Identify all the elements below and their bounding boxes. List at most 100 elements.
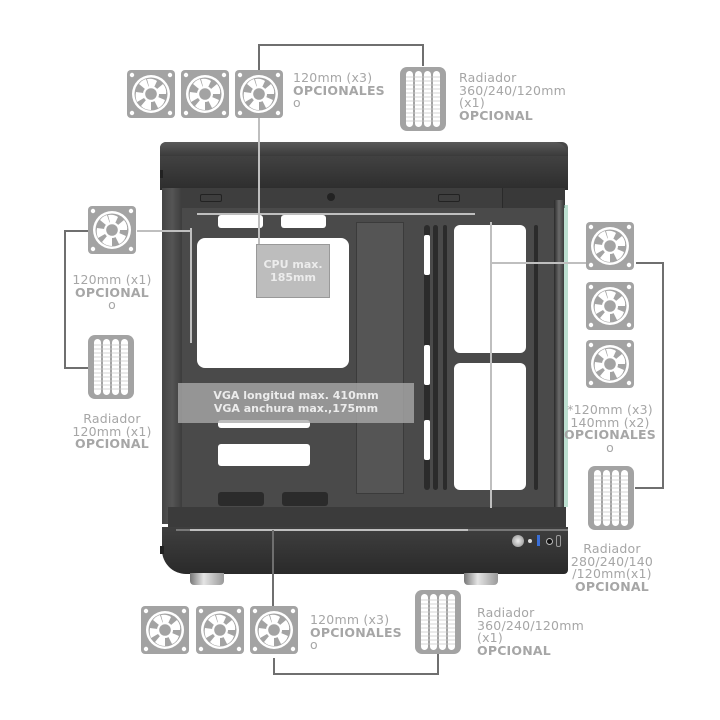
fan-size-text: 120mm (x3) (293, 70, 373, 85)
top-vent-slot (281, 215, 326, 228)
front-slot (534, 225, 538, 490)
fan-icon (196, 606, 244, 654)
case-rear-panel (162, 188, 182, 524)
case-base (162, 527, 568, 574)
bottom-radiator-label: Radiador 360/240/120mm (x1) OPCIONAL (477, 605, 584, 658)
fan-size-text: 120mm (x1) (72, 272, 152, 287)
led-indicator (528, 539, 532, 543)
fan-icon (127, 70, 175, 118)
connector-line (422, 44, 424, 66)
radiator-sizes: 280/240/140 (570, 553, 654, 569)
front-mount-indicator (490, 222, 492, 508)
connector-line (273, 673, 439, 675)
thumbscrew-top (160, 170, 163, 178)
cable-tray-cover (356, 222, 404, 494)
vga-width-text: VGA anchura max.,175mm (213, 401, 379, 415)
radiator-title: Radiador (477, 605, 535, 620)
vga-clearance-overlay: VGA longitud max. 410mm VGA anchura max.… (178, 383, 414, 423)
bottom-vent-slot (218, 492, 264, 506)
usb-c-port[interactable] (556, 535, 561, 547)
front-glass-panel (564, 205, 568, 507)
radiator-count: (x1) (477, 630, 503, 645)
grommet-hole (424, 420, 430, 460)
fan-icon (586, 340, 634, 388)
optional-text: OPCIONAL (75, 284, 149, 300)
optional-text: OPCIONAL (477, 642, 551, 658)
bottom-mount-indicator (190, 529, 468, 531)
fan-size-text: 120mm (x3) (310, 612, 390, 627)
radiator-title: Radiador (583, 541, 641, 556)
top-vent-slot (218, 215, 263, 228)
radiator-title: Radiador (459, 70, 517, 85)
radiator-icon (88, 335, 134, 399)
top-clip (200, 194, 222, 202)
left-radiator-label: Radiador 120mm (x1) OPCIONAL (62, 411, 162, 451)
fan-icon (141, 606, 189, 654)
cpu-clearance-line2: 185mm (270, 270, 316, 284)
case-foot (190, 573, 224, 585)
connector-line (64, 367, 88, 369)
connector-line (137, 230, 192, 232)
connector-line (662, 262, 664, 488)
top-screw (327, 193, 335, 201)
audio-jack[interactable] (546, 538, 553, 545)
left-fan-label: 120mm (x1) OPCIONAL o (62, 272, 162, 312)
optional-text: OPCIONAL (75, 436, 149, 451)
top-clip (438, 194, 460, 202)
vga-length-text: VGA longitud max. 410mm (213, 389, 379, 402)
connector-line (490, 262, 586, 264)
or-text: o (606, 439, 614, 455)
fan-icon (235, 70, 283, 118)
cpu-clearance-line1: CPU max. (263, 258, 323, 271)
radiator-sizes: /120mm(x1) (572, 566, 652, 581)
bottom-fan-label: 120mm (x3) OPCIONALES o (310, 612, 402, 652)
connector-line (273, 658, 275, 674)
grommet-slot (433, 225, 438, 490)
radiator-icon (415, 590, 461, 654)
connector-line (258, 44, 424, 46)
top-radiator-label: Radiador 360/240/120mm (x1) OPCIONAL (459, 70, 566, 123)
connector-line (64, 230, 66, 368)
connector-line (272, 530, 274, 612)
optional-text: OPCIONAL (575, 578, 649, 594)
top-mount-indicator (197, 213, 475, 215)
radiator-sizes: 360/240/120mm (459, 82, 566, 98)
case-bottom-rail (168, 507, 566, 527)
fan-icon (586, 282, 634, 330)
radiator-title: Radiador (83, 411, 141, 426)
fan-icon (586, 222, 634, 270)
connector-line (636, 262, 664, 264)
thumbscrew-bottom (160, 546, 164, 554)
cable-cutout (218, 444, 310, 466)
radiator-sizes: 360/240/120mm (477, 617, 584, 633)
fan-size-text: 140mm (x2) (570, 414, 650, 430)
connector-line (258, 44, 260, 74)
optional-text: OPCIONALES (310, 624, 402, 640)
fan-icon (181, 70, 229, 118)
power-button[interactable] (512, 535, 524, 547)
or-text: o (310, 637, 318, 652)
right-fan-label: *120mm (x3) 140mm (x2) OPCIONALES o (560, 402, 660, 455)
optional-text: OPCIONALES (564, 427, 656, 442)
case-foot (464, 573, 498, 585)
top-fan-label: 120mm (x3) OPCIONALES o (293, 70, 385, 110)
case-top-lip (160, 142, 568, 156)
connector-line (635, 487, 664, 489)
right-radiator-label: Radiador 280/240/140 /120mm(x1) OPCIONAL (562, 541, 662, 594)
bottom-vent-slot (282, 492, 328, 506)
grommet-slot (443, 225, 447, 490)
optional-text: OPCIONAL (459, 107, 533, 123)
connector-line (258, 44, 260, 244)
radiator-sizes: 120mm (x1) (72, 423, 152, 439)
grommet-hole (424, 235, 430, 275)
fan-icon (88, 206, 136, 254)
side-mount-indicator (190, 228, 192, 343)
cable-cutout (218, 420, 310, 428)
fan-size-text: *120mm (x3) (567, 402, 653, 417)
usb-port[interactable] (537, 535, 540, 546)
optional-text: OPCIONALES (293, 82, 385, 98)
case-front-edge (554, 200, 564, 510)
connector-line (437, 652, 439, 674)
fan-icon (250, 606, 298, 654)
case-top-rail-right (502, 188, 565, 208)
